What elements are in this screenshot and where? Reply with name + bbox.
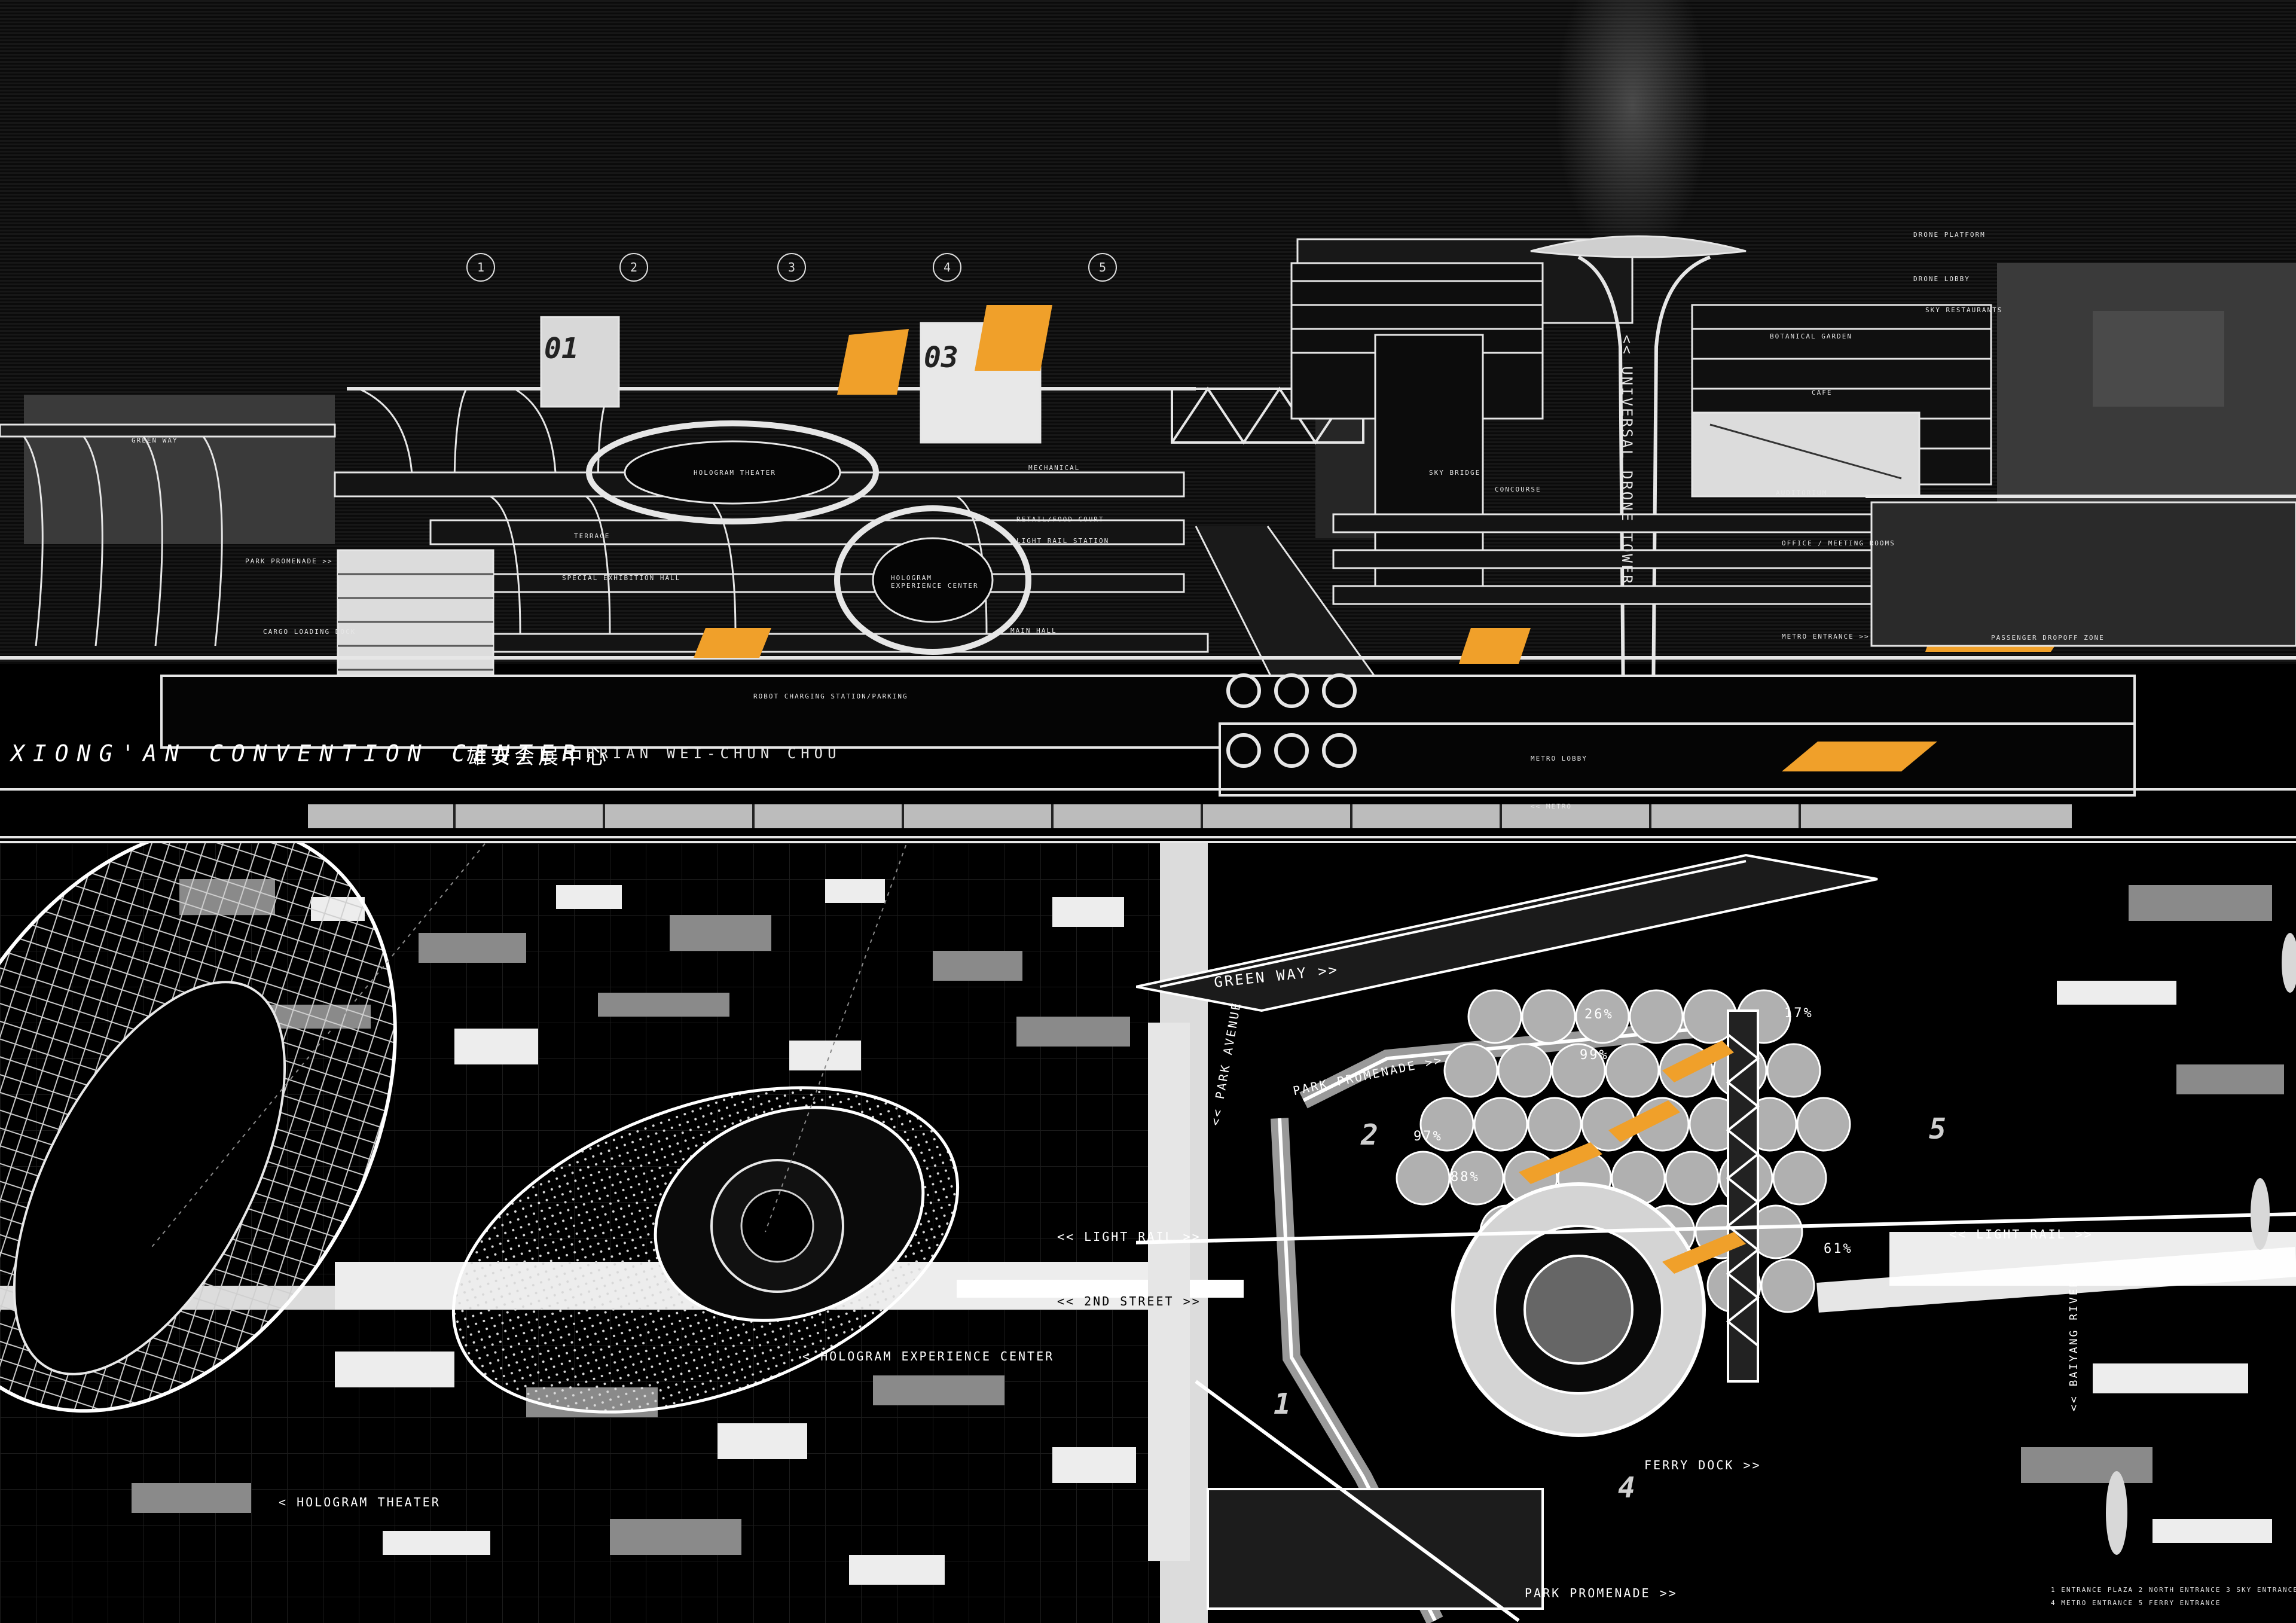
label-hologram-experience-center: HOLOGRAM EXPERIENCE CENTER [891,574,979,590]
label-sky-bridge: SKY BRIDGE [1429,469,1481,477]
label-office: OFFICE / MEETING ROOMS [1782,539,1895,547]
label-cafe: CAFE [1812,389,1833,396]
label-passenger-dropoff: PASSENGER DROPOFF ZONE [1991,634,2105,642]
plan-label-park-promenade-bottom: PARK PROMENADE >> [1525,1586,1678,1600]
label-botanical-garden: BOTANICAL GARDEN [1770,332,1852,340]
section-marker: 5 [1088,253,1117,282]
label-green-way: GREEN WAY [132,437,178,444]
label-metro-lobby: METRO LOBBY [1531,755,1587,762]
hologram-shells [0,843,960,1414]
percent-tag: 17% [1784,1006,1813,1021]
legend-line-2: 4 METRO ENTRANCE 5 FERRY ENTRANCE [2051,1599,2221,1607]
project-title-chinese: 雄安会展中心 [466,745,610,769]
label-light-rail-station: LIGHT RAIL STATION [1016,537,1110,545]
label-mechanical: MECHANICAL [1028,464,1080,472]
label-metro: << METRO [1531,803,1572,810]
percent-tag: 97% [1413,1129,1443,1144]
label-metro-entrance: METRO ENTRANCE >> [1782,633,1870,640]
author-name: BRIAN WEI-CHUN CHOU [586,745,841,762]
percent-tag: 88% [1451,1170,1480,1185]
label-auditorium: AUDITORIUM [1776,489,1828,497]
percent-tag: 61% [1824,1241,1853,1256]
percent-tag: 26% [1584,1007,1614,1022]
plan-label-ferry-dock: FERRY DOCK >> [1644,1458,1761,1472]
percent-tag: 99% [1580,1048,1609,1063]
hologram-experience-center-shell [451,1086,960,1414]
smoke-plume [1555,0,1710,263]
plan-number: 2 [1361,1118,1378,1152]
label-drone-lobby: DRONE LOBBY [1913,275,1970,283]
section-marker: 4 [933,253,961,282]
label-cargo-loading-dock: CARGO LOADING DOCK [263,628,356,636]
legend-line-1: 1 ENTRANCE PLAZA 2 NORTH ENTRANCE 3 SKY … [2051,1586,2296,1594]
plan-number: 5 [1929,1112,1946,1146]
plan-label-2nd-street: << 2ND STREET >> [1057,1294,1201,1308]
label-park-promenade: PARK PROMENADE >> [245,557,333,565]
plan-label-baiyang-river: << BAIYANG RIVER [2068,1279,2080,1411]
hologram-theater-shell [0,843,397,1413]
building-section [0,235,2296,838]
section-marker: 3 [777,253,806,282]
label-main-hall: MAIN HALL [1010,627,1057,634]
plan-number: 4 [1618,1471,1635,1505]
label-terrace: TERRACE [574,532,610,540]
plan-number: 1 [1274,1387,1291,1421]
label-universal-drone-tower: << UNIVERSAL DRONE TOWER [1619,335,1635,585]
section-marker: 2 [619,253,648,282]
label-sky-restaurants: SKY RESTAURANTS [1925,306,2003,314]
plan-label-hologram-theater: < HOLOGRAM THEATER [279,1495,441,1509]
label-robot-charging: ROBOT CHARGING STATION/PARKING [753,692,908,700]
plan-label-hologram-experience-center: < HOLOGRAM EXPERIENCE CENTER [802,1349,1055,1363]
project-title: XIONG'AN CONVENTION CENTER [11,740,584,767]
plan-label-light-rail-right: << LIGHT RAIL >> [1949,1227,2093,1241]
plan-label-light-rail-left: << LIGHT RAIL >> [1057,1230,1201,1244]
label-drone-platform: DRONE PLATFORM [1913,231,1986,239]
section-plan-divider [0,841,2296,843]
label-retail-food-court: RETAIL/FOOD COURT [1016,515,1104,523]
block-number-01: 01 [544,332,579,365]
label-hologram-theater: HOLOGRAM THEATER [694,469,776,477]
label-special-exhibition-hall: SPECIAL EXHIBITION HALL [562,574,681,582]
site-plan [1136,853,2296,1623]
section-marker: 1 [466,253,495,282]
label-concourse: CONCOURSE [1495,486,1541,493]
block-number-03: 03 [924,341,958,374]
